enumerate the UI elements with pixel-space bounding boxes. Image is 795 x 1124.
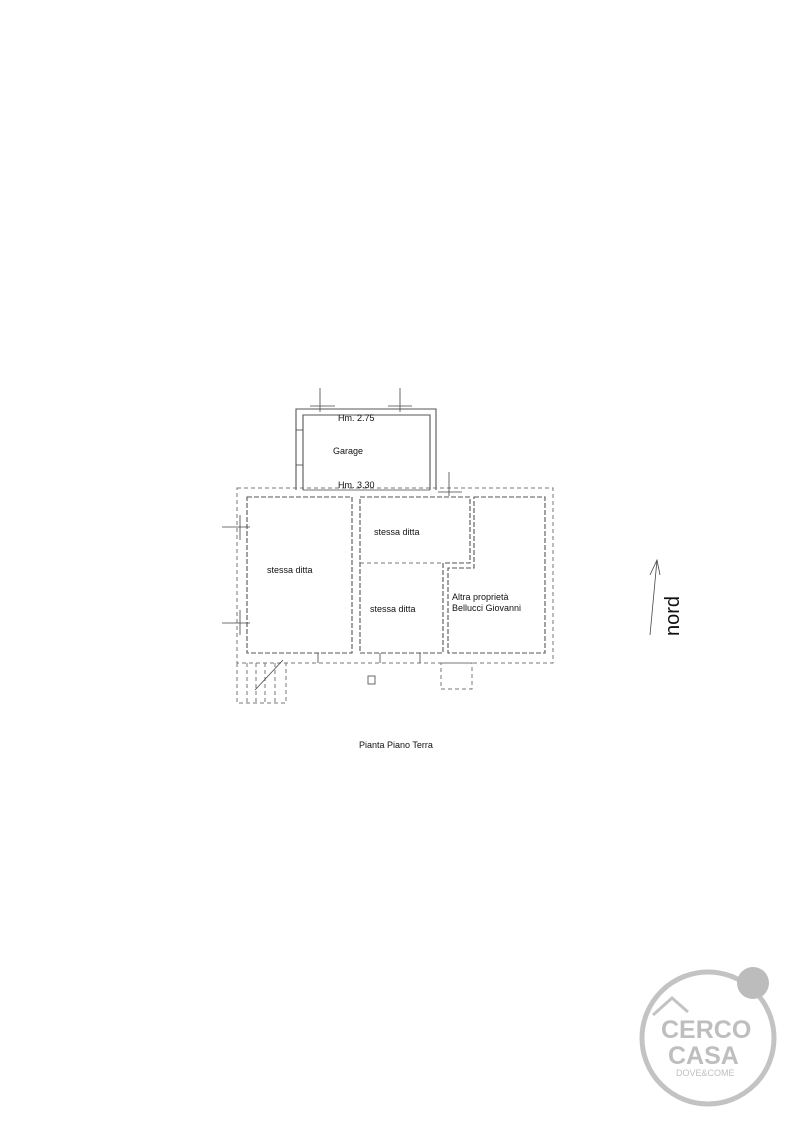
small-marker [367,675,376,685]
logo-brand-line2: CASA [668,1042,739,1070]
house-roof-icon [651,995,689,1017]
logo-brand-line1: CERCO [661,1016,751,1044]
right-room-label-line1: Altra proprietà [452,592,509,602]
cercocasa-logo: CERCO CASA DOVE&COME [639,967,777,1107]
garage-height-top: Hm. 2.75 [338,413,375,423]
logo-tagline: DOVE&COME [676,1068,735,1078]
north-label: nord [662,596,684,636]
garage-walls [295,388,437,491]
center-bottom-room-label: stessa ditta [370,604,416,614]
garage-height-bottom: Hm. 3.30 [338,480,375,490]
exterior-box [440,662,473,690]
stairs [236,659,287,704]
building-outline [222,472,554,664]
garage-label: Garage [333,446,363,456]
north-arrow [649,558,661,636]
plan-caption: Pianta Piano Terra [359,740,433,750]
left-room-label: stessa ditta [267,565,313,575]
center-top-room-label: stessa ditta [374,527,420,537]
right-room-label-line2: Bellucci Giovanni [452,603,521,613]
